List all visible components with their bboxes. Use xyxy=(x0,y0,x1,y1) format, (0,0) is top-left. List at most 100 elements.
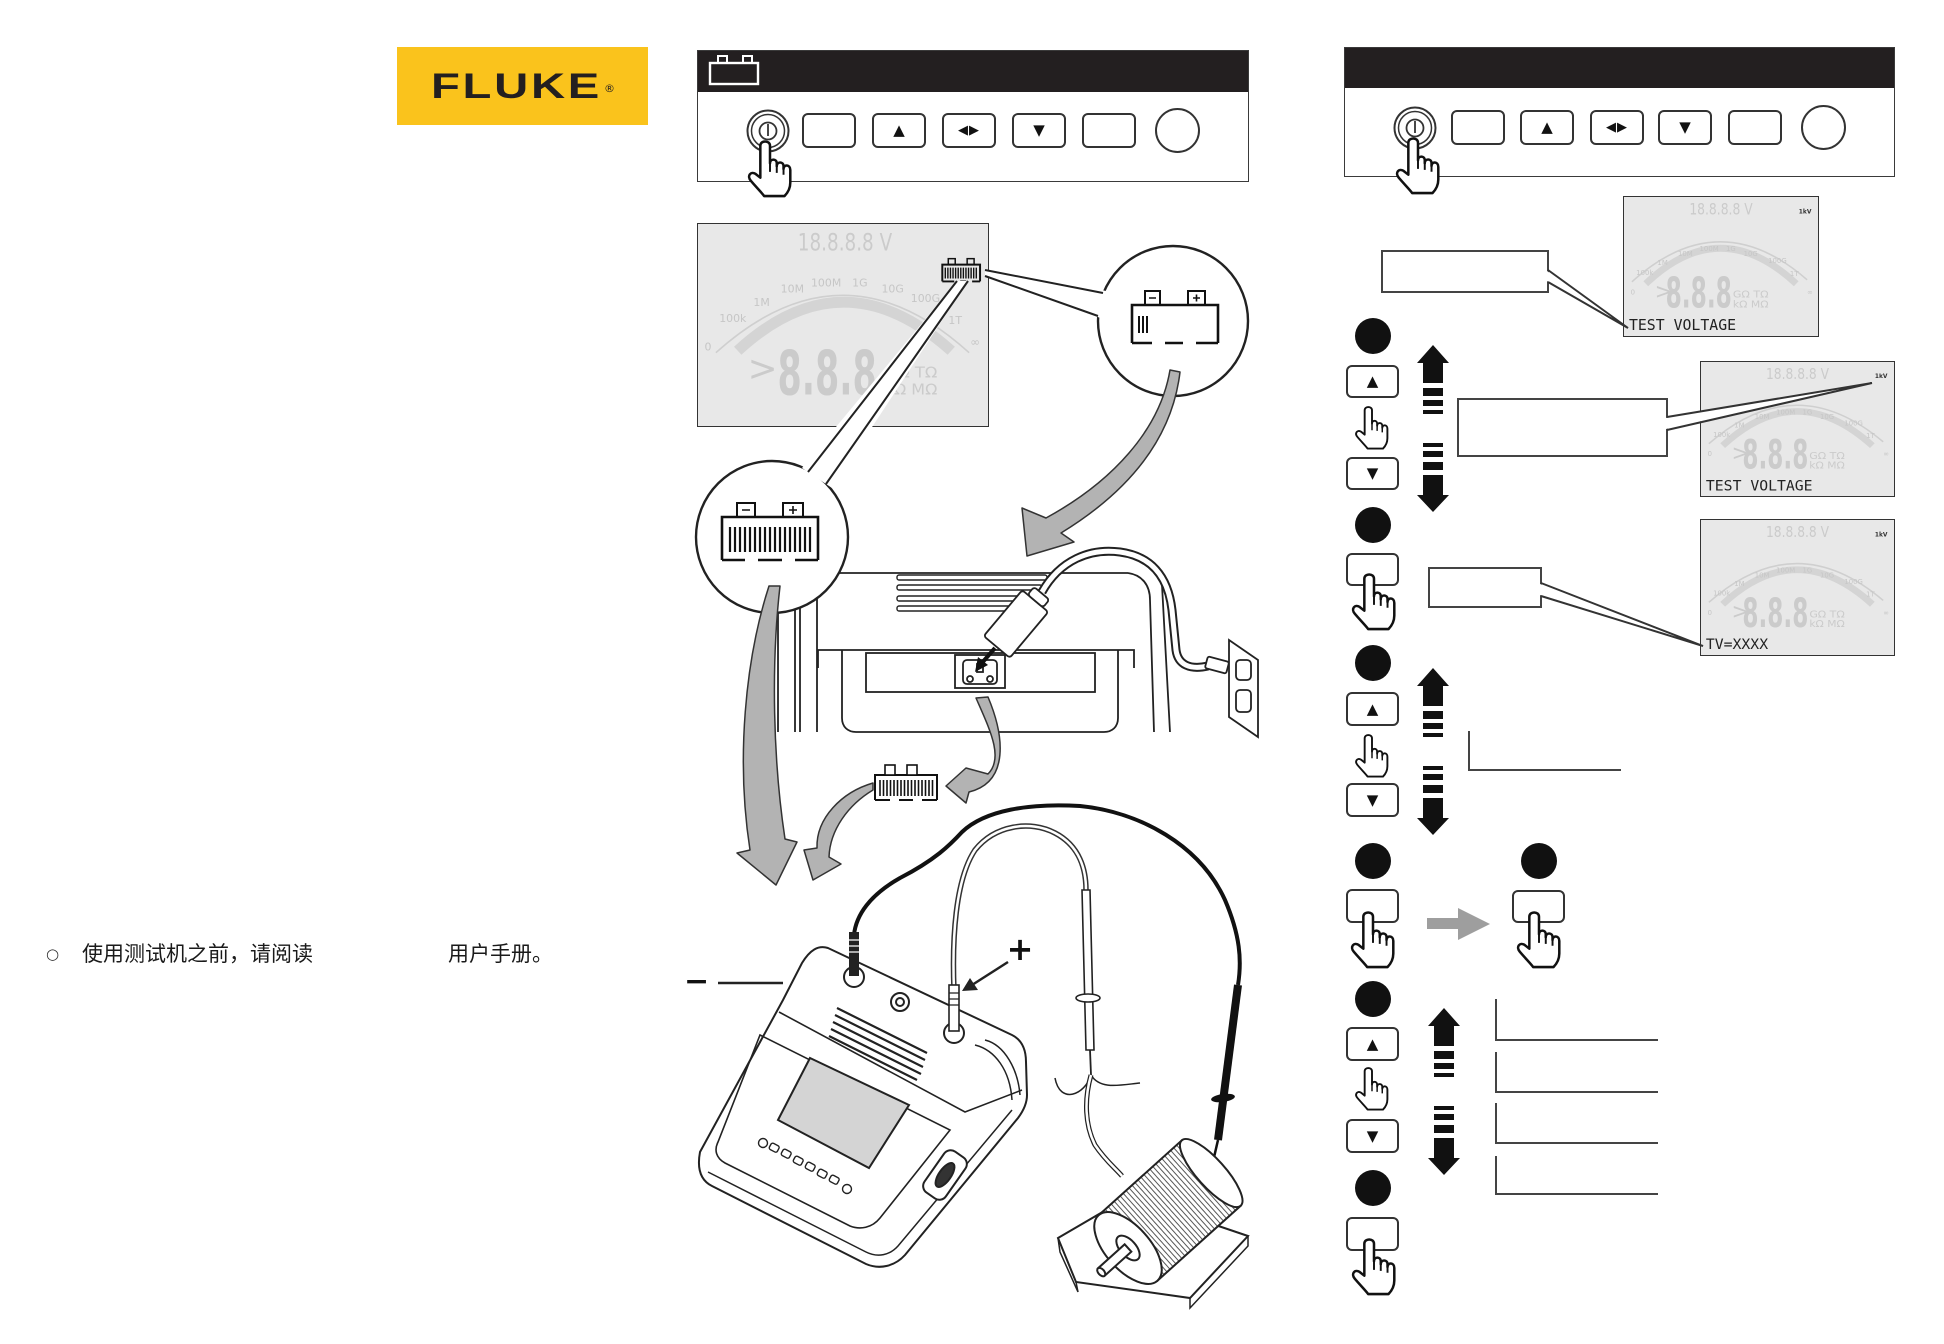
scale-label: 100G xyxy=(911,292,940,305)
step-marker-6 xyxy=(1355,981,1391,1017)
scale-label: 10G xyxy=(1744,250,1758,258)
black-probe xyxy=(1214,984,1242,1141)
down-triangle-icon: ▼ xyxy=(1366,790,1379,809)
lcd-units-top: GΩ TΩ xyxy=(1733,290,1769,301)
step1-up-key: ▲ xyxy=(1346,365,1399,398)
lcd-graphic: 18.8.8.8 V 0 100k 1M 10M 100M 1G 10G 100… xyxy=(704,229,982,409)
lcd-voltage-readout: 18.8.8.8 V xyxy=(798,229,893,257)
scale-label: 1T xyxy=(1790,270,1799,278)
panel-header xyxy=(698,51,1248,92)
step7-function-key xyxy=(1346,1217,1399,1251)
intro-text-before: 使用测试机之前，请阅读 xyxy=(82,942,313,966)
lcd-main-digits: 8.8.8 xyxy=(1666,268,1732,317)
arrowhead-icon xyxy=(962,978,978,991)
logo-text: FLUKE xyxy=(431,67,602,106)
lcd-comparator: > xyxy=(1732,600,1750,625)
scale-label: 1M xyxy=(1657,259,1667,267)
plug-in-arrow xyxy=(979,646,997,666)
battery-charged-icon xyxy=(874,764,938,801)
callout-box xyxy=(1457,398,1668,457)
scale-label: 100G xyxy=(1844,420,1862,428)
tester-screen xyxy=(776,1056,911,1170)
positive-jack xyxy=(943,1022,965,1044)
device-ledge xyxy=(817,649,1135,668)
scale-label: 1M xyxy=(753,296,769,309)
white-test-lead xyxy=(950,823,1089,1025)
scale-label: 100k xyxy=(719,312,747,325)
charger-illustration xyxy=(777,546,1259,739)
scale-label: 100k xyxy=(1713,590,1730,598)
lcd-status-text: TEST VOLTAGE xyxy=(1629,317,1736,334)
wall-outlet xyxy=(1204,638,1259,739)
step1-down-key: ▼ xyxy=(1346,457,1399,490)
bullet-icon: ○ xyxy=(46,945,60,963)
up-key: ▲ xyxy=(872,113,926,148)
arrow-to-charger xyxy=(1021,369,1181,557)
lcd-range-flag: 1kV xyxy=(1799,210,1812,216)
scale-label: 100k xyxy=(1636,269,1653,277)
up-down-arrow-icon xyxy=(1428,1008,1460,1175)
step-marker-1 xyxy=(1355,318,1391,354)
left-right-key: ◀▶ xyxy=(942,113,996,148)
lcd-units-bottom: kΩ MΩ xyxy=(1809,619,1845,630)
lcd-units-bottom: kΩ MΩ xyxy=(1733,299,1769,310)
test-button xyxy=(1155,108,1200,153)
lcd-status-text: TV=XXXX xyxy=(1706,636,1768,653)
scale-label: 100M xyxy=(1776,408,1795,416)
step3-up-key: ▲ xyxy=(1346,692,1399,726)
step-marker-7 xyxy=(1355,1170,1391,1206)
scale-label: 100M xyxy=(1776,567,1795,575)
positive-terminal-label: + xyxy=(1007,930,1034,968)
lcd-battery-icon xyxy=(941,257,982,283)
white-lead-plug xyxy=(948,984,960,1032)
scale-label: ∞ xyxy=(1883,450,1889,458)
power-icon xyxy=(746,109,790,153)
up-triangle-icon: ▲ xyxy=(1366,372,1379,390)
test-button xyxy=(1801,105,1846,150)
motor-wires xyxy=(1054,1074,1141,1096)
lcd-units-top: GΩ TΩ xyxy=(885,364,938,382)
left-right-icon: ◀▶ xyxy=(958,123,980,138)
lcd-graphic: 18.8.8.8 V 1kV 0 100k 1M 10M 100M 1G 10G… xyxy=(1706,365,1889,494)
up-triangle-icon: ▲ xyxy=(893,121,905,139)
lcd-comparator: > xyxy=(748,348,778,389)
step2-function-key xyxy=(1346,553,1399,586)
black-lead-plug xyxy=(849,932,859,976)
scale-label: 1G xyxy=(1802,408,1812,416)
battery-compartment xyxy=(841,650,1119,733)
down-triangle-icon: ▼ xyxy=(1366,1126,1379,1145)
callout-box xyxy=(1381,250,1549,293)
test-leads xyxy=(849,803,1242,1178)
up-triangle-icon: ▲ xyxy=(1366,1034,1379,1053)
step-marker-5 xyxy=(1521,843,1557,879)
lcd-voltage-readout: 18.8.8.8 V xyxy=(1766,523,1829,541)
lcd-main-digits: 8.8.8 xyxy=(1742,431,1808,478)
lcd-voltage-readout: 18.8.8.8 V xyxy=(1766,365,1829,383)
up-down-arrow-icon xyxy=(1417,668,1449,835)
scale-label: 1G xyxy=(1802,567,1812,575)
scale-label: 10M xyxy=(1755,572,1770,580)
power-plug xyxy=(984,587,1050,658)
charger-slot xyxy=(865,652,1096,693)
scale-label: 1M xyxy=(1734,422,1744,430)
negative-jack xyxy=(843,966,865,988)
motor-base-plate xyxy=(1056,1194,1250,1300)
step-marker-3 xyxy=(1355,645,1391,681)
lcd-scale-arc xyxy=(1631,241,1808,283)
scale-label: 10M xyxy=(1678,250,1693,258)
black-test-lead xyxy=(852,803,1242,986)
control-panel-setup: ▲ ◀▶ ▼ xyxy=(1344,47,1895,177)
battery-full-icon xyxy=(720,502,820,562)
tester-cap-edge xyxy=(778,1011,1023,1113)
step3-down-key: ▼ xyxy=(1346,783,1399,817)
lcd-display-test-voltage: 18.8.8.8 V 1kV 0 100k 1M 10M 100M 1G 10G… xyxy=(1623,196,1819,337)
lcd-bargraph xyxy=(1720,566,1875,607)
registered-mark: ® xyxy=(604,82,615,95)
guard-jack xyxy=(890,992,910,1012)
option-bracket xyxy=(1468,731,1621,771)
scale-label: ∞ xyxy=(1807,289,1813,297)
scale-label: 100M xyxy=(811,276,841,289)
device-left-side xyxy=(777,590,818,732)
down-triangle-icon: ▼ xyxy=(1366,464,1379,482)
tester-front-panel xyxy=(715,1033,952,1229)
